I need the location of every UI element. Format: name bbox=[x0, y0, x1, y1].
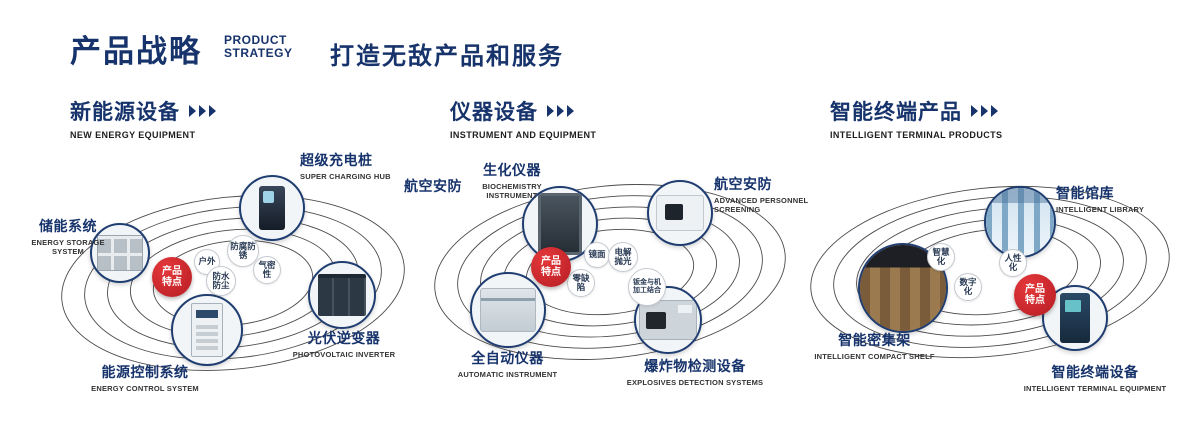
feature-bubble: 智慧化 bbox=[927, 243, 955, 271]
label-intelligent-library: 智能馆库 INTELLIGENT LIBRARY bbox=[1056, 183, 1168, 214]
section-subtitle-instrument: INSTRUMENT AND EQUIPMENT bbox=[450, 130, 597, 140]
feature-bubble: 人性化 bbox=[999, 249, 1027, 277]
feature-label: 人性化 bbox=[1004, 252, 1022, 272]
triple-chevron-icon bbox=[971, 105, 998, 117]
product-name: 能源控制系统 bbox=[101, 364, 189, 380]
product-name-en: BIOCHEMISTRY INSTRUMENT bbox=[482, 182, 542, 201]
automatic-instrument-icon bbox=[480, 288, 536, 332]
label-aviation-security-left: 航空安防 bbox=[404, 178, 462, 194]
label-explosives-detection: 爆炸物检测设备 EXPLOSIVES DETECTION SYSTEMS bbox=[620, 356, 770, 387]
section-subtitle-new-energy: NEW ENERGY EQUIPMENT bbox=[70, 130, 196, 140]
product-image-personnel-screening bbox=[647, 180, 713, 246]
product-name-en: PHOTOVOLTAIC INVERTER bbox=[292, 350, 396, 359]
section-head-new-energy: 新能源设备 NEW ENERGY EQUIPMENT bbox=[70, 96, 221, 140]
product-name-en: INTELLIGENT COMPACT SHELF bbox=[814, 352, 935, 361]
label-pv-inverter: 光伏逆变器 PHOTOVOLTAIC INVERTER bbox=[288, 328, 400, 359]
label-compact-shelf: 智能密集架 INTELLIGENT COMPACT SHELF bbox=[812, 330, 937, 361]
feature-label: 户外 bbox=[198, 256, 216, 267]
feature-label: 防水防尘 bbox=[212, 270, 230, 290]
feature-bubble: 防水防尘 bbox=[206, 266, 236, 296]
badge-product-features: 产品 特点 bbox=[152, 257, 192, 297]
product-name: 智能密集架 bbox=[838, 332, 911, 348]
product-name: 智能馆库 bbox=[1056, 185, 1114, 201]
subtitle-line2: STRATEGY bbox=[224, 45, 293, 60]
badge-line2: 特点 bbox=[1025, 295, 1045, 306]
badge-product-features: 产品 特点 bbox=[531, 247, 571, 287]
product-image-super-charging-hub bbox=[239, 175, 305, 241]
product-name-en: INTELLIGENT TERMINAL EQUIPMENT bbox=[1023, 384, 1167, 393]
product-name-en: ENERGY STORAGE SYSTEM bbox=[31, 238, 105, 257]
feature-bubble: 数字化 bbox=[954, 273, 982, 301]
product-name-en: ADVANCED PERSONNEL SCREENING bbox=[714, 196, 809, 215]
product-image-intelligent-library bbox=[984, 186, 1056, 258]
page-title: 产品战略 bbox=[70, 34, 202, 69]
inverter-cabinet-icon bbox=[318, 274, 366, 316]
screening-machine-icon bbox=[656, 195, 704, 231]
product-name-en: AUTOMATIC INSTRUMENT bbox=[457, 370, 558, 379]
label-energy-storage: 储能系统 ENERGY STORAGE SYSTEM bbox=[26, 216, 110, 257]
feature-label: 镜面 bbox=[588, 249, 606, 260]
badge-line1: 产品 bbox=[1025, 283, 1045, 295]
feature-bubble: 气密性 bbox=[253, 256, 281, 284]
product-name-en: EXPLOSIVES DETECTION SYSTEMS bbox=[626, 378, 764, 387]
product-name: 储能系统 bbox=[39, 218, 97, 234]
feature-label: 零缺陷 bbox=[572, 272, 590, 292]
instrument-cabinet-icon bbox=[538, 193, 582, 255]
product-image-pv-inverter bbox=[308, 261, 376, 329]
triple-chevron-icon bbox=[547, 105, 574, 117]
label-biochemistry: 生化仪器 BIOCHEMISTRY INSTRUMENT bbox=[462, 160, 562, 201]
product-image-energy-control bbox=[171, 294, 243, 366]
product-name: 爆炸物检测设备 bbox=[644, 358, 746, 374]
label-terminal-equipment: 智能终端设备 INTELLIGENT TERMINAL EQUIPMENT bbox=[1020, 362, 1170, 393]
section-title-terminal: 智能终端产品 bbox=[830, 101, 962, 124]
product-name: 全自动仪器 bbox=[471, 350, 544, 366]
library-room-icon bbox=[986, 188, 1054, 256]
product-image-automatic-instrument bbox=[470, 272, 546, 348]
product-name: 超级充电桩 bbox=[300, 152, 373, 168]
badge-line2: 特点 bbox=[541, 267, 561, 278]
product-name: 光伏逆变器 bbox=[307, 330, 381, 346]
badge-line2: 特点 bbox=[162, 277, 182, 288]
feature-label: 电解抛光 bbox=[614, 246, 632, 266]
product-name: 生化仪器 bbox=[483, 162, 541, 178]
kiosk-terminal-icon bbox=[1060, 293, 1090, 343]
feature-bubble: 零缺陷 bbox=[567, 269, 595, 297]
feature-bubble: 钣金与机加工结合 bbox=[628, 268, 666, 306]
product-name-en: INTELLIGENT LIBRARY bbox=[1056, 205, 1145, 214]
feature-label: 防腐防锈 bbox=[230, 240, 256, 260]
feature-bubble: 电解抛光 bbox=[608, 242, 638, 272]
feature-bubble: 镜面 bbox=[584, 242, 610, 268]
section-title-new-energy: 新能源设备 bbox=[70, 101, 180, 124]
feature-label: 气密性 bbox=[258, 259, 276, 279]
badge-line1: 产品 bbox=[541, 255, 561, 267]
feature-label: 数字化 bbox=[959, 276, 977, 296]
badge-line1: 产品 bbox=[162, 265, 182, 277]
control-cabinet-icon bbox=[191, 303, 223, 357]
label-personnel-screening: 航空安防 ADVANCED PERSONNEL SCREENING bbox=[714, 174, 826, 215]
product-name-en: ENERGY CONTROL SYSTEM bbox=[91, 384, 199, 393]
page-subtitle: PRODUCT STRATEGY bbox=[224, 34, 292, 59]
subtitle-line1: PRODUCT bbox=[224, 33, 287, 47]
charging-pile-icon bbox=[259, 186, 285, 230]
label-automatic-instrument: 全自动仪器 AUTOMATIC INSTRUMENT bbox=[440, 348, 575, 379]
product-name: 航空安防 bbox=[714, 176, 772, 192]
triple-chevron-icon bbox=[189, 105, 216, 117]
feature-label: 智慧化 bbox=[932, 246, 950, 266]
section-subtitle-terminal: INTELLIGENT TERMINAL PRODUCTS bbox=[830, 130, 1003, 140]
product-name-en: SUPER CHARGING HUB bbox=[300, 172, 391, 181]
section-title-instrument: 仪器设备 bbox=[450, 101, 538, 124]
tagline: 打造无敌产品和服务 bbox=[330, 43, 564, 70]
section-head-terminal: 智能终端产品 INTELLIGENT TERMINAL PRODUCTS bbox=[830, 96, 1003, 140]
badge-product-features: 产品 特点 bbox=[1014, 274, 1056, 316]
feature-label: 钣金与机加工结合 bbox=[633, 279, 661, 294]
label-energy-control: 能源控制系统 ENERGY CONTROL SYSTEM bbox=[80, 362, 210, 393]
detector-machine-icon bbox=[639, 300, 697, 340]
product-name: 智能终端设备 bbox=[1051, 364, 1139, 380]
label-super-charging-hub: 超级充电桩 SUPER CHARGING HUB bbox=[300, 150, 420, 181]
section-head-instrument: 仪器设备 INSTRUMENT AND EQUIPMENT bbox=[450, 96, 596, 140]
